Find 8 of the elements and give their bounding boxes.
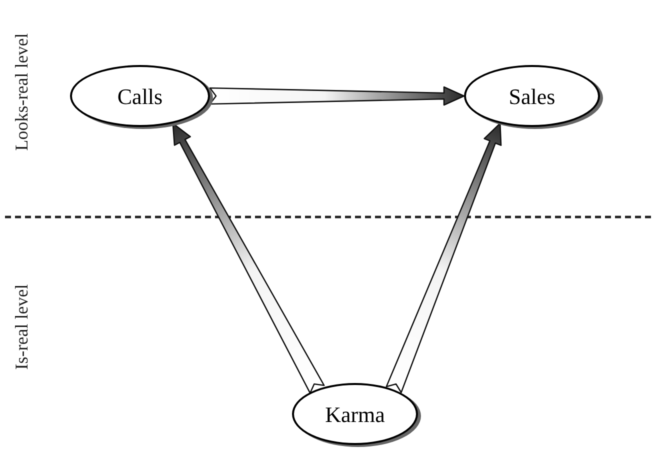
node-label: Karma <box>325 400 385 428</box>
level-label: Looks-real level <box>10 33 32 151</box>
arrow <box>209 86 465 106</box>
arrow <box>386 122 502 394</box>
arrow <box>172 122 325 394</box>
node-label: Calls <box>117 82 163 110</box>
node-label: Sales <box>508 82 556 110</box>
level-label: Is-real level <box>10 284 32 370</box>
